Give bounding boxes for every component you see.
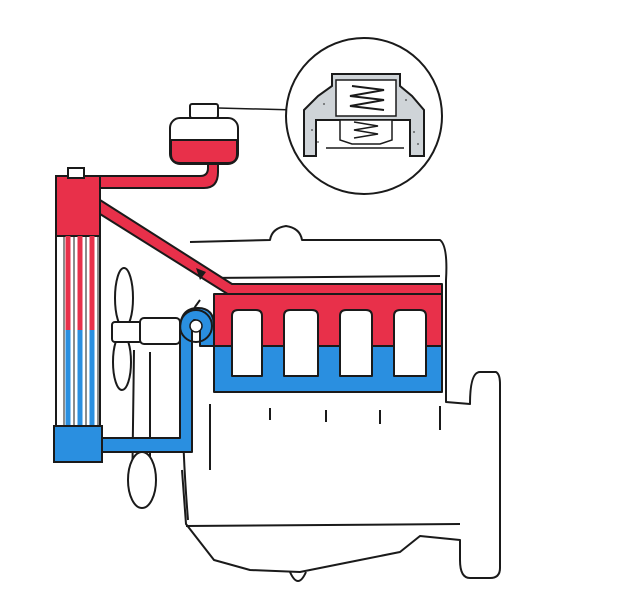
expansion-tank [169, 103, 297, 165]
radiator [53, 167, 103, 463]
hot-coolant-path [99, 159, 443, 347]
radiator-top-tank [55, 175, 101, 237]
cap-spring [349, 85, 385, 111]
cap-leader-line [217, 107, 297, 111]
radiator-bottom-tank [53, 425, 103, 463]
water-pump-icon [179, 309, 213, 343]
thermostat-icon [196, 268, 206, 280]
expansion-tank-coolant [170, 139, 238, 164]
block-water-jacket-cold [213, 345, 443, 393]
crank-pulley [127, 451, 157, 509]
fan-assembly [111, 267, 181, 509]
radiator-cap-detail [285, 37, 443, 195]
engine-head-ridge [203, 275, 441, 279]
engine-block [179, 225, 501, 582]
fan-shaft [139, 317, 181, 345]
engine-top-outline [181, 225, 501, 579]
cold-coolant-path [101, 307, 443, 453]
head-water-jacket-hot [213, 293, 443, 347]
fan-blade-upper [114, 267, 134, 329]
cap-valve-spring [353, 121, 379, 139]
oil-pan [185, 523, 461, 582]
engine-block-lines [209, 404, 441, 470]
expansion-tank-cap [189, 103, 219, 119]
radiator-filler-neck [67, 167, 85, 179]
fan-hub [111, 321, 143, 343]
water-pump-hub [189, 319, 203, 333]
